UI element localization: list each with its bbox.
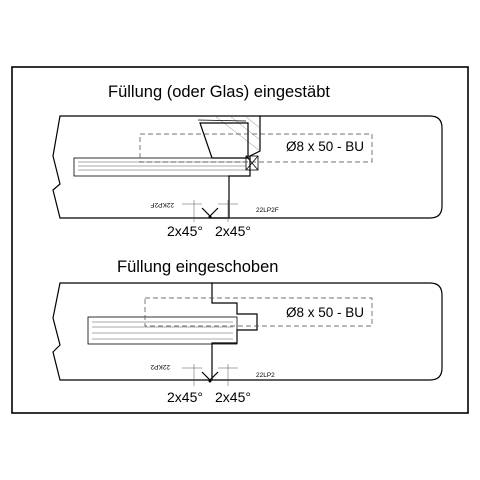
bottom-chamfer-notch: [201, 371, 219, 381]
bottom-section: Füllung eingeschoben Ø8 x 50 - BU 22KP2 …: [52, 258, 443, 405]
top-chamfer-notch: [201, 207, 219, 217]
top-rail: [210, 115, 443, 219]
top-corner-marker: [245, 155, 259, 171]
top-profile-label-right: 22LP2F: [256, 207, 279, 214]
bottom-dowel-label: Ø8 x 50 - BU: [286, 305, 364, 320]
bottom-chamfer-right: 2x45°: [215, 389, 251, 405]
top-section: Füllung (oder Glas) eingestäbt: [52, 83, 443, 239]
top-panel: [73, 157, 251, 177]
bottom-profile-label-right: 22LP2: [256, 372, 275, 379]
top-dowel-label: Ø8 x 50 - BU: [286, 139, 364, 154]
top-section-title: Füllung (oder Glas) eingestäbt: [108, 83, 330, 101]
drawing-frame: [11, 66, 469, 414]
top-stile: [52, 115, 261, 219]
top-dowel-outline: [139, 133, 373, 163]
bottom-panel: [87, 316, 238, 345]
bottom-profile-label-left: 22KP2: [150, 363, 170, 370]
bottom-section-title: Füllung eingeschoben: [117, 258, 278, 276]
bottom-dowel-outline: [144, 297, 373, 327]
top-chamfer-left: 2x45°: [167, 223, 203, 239]
bottom-rail: [212, 282, 443, 381]
top-chamfer-right: 2x45°: [215, 223, 251, 239]
bottom-dimension-lines: [182, 364, 238, 386]
bottom-chamfer-left: 2x45°: [167, 389, 203, 405]
top-profile-label-left: 22KP2F: [150, 201, 174, 208]
top-dimension-lines: [182, 200, 238, 222]
top-glazing-bead-edge: [197, 119, 247, 122]
top-glazing-bead: [199, 122, 249, 159]
top-stile-hatch: [214, 115, 261, 152]
